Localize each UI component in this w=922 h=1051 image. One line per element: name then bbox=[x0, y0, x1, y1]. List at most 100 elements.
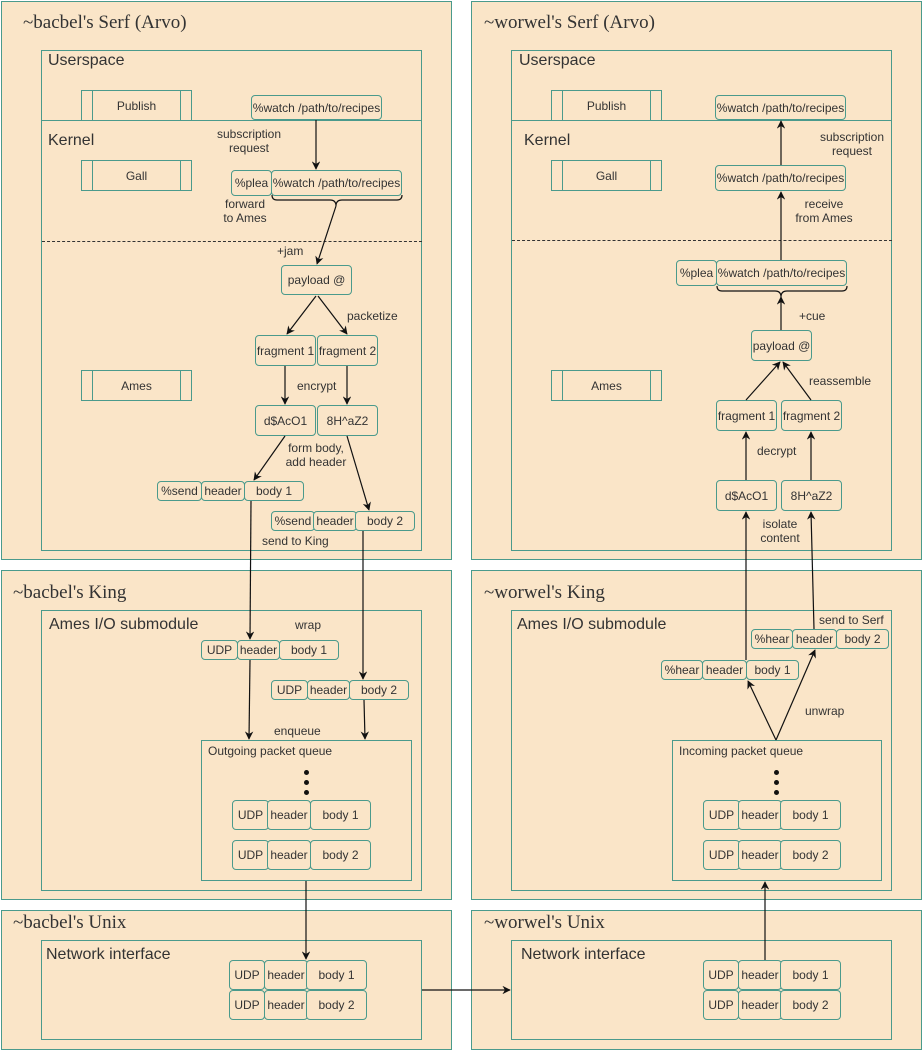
receiver-serf-title: ~worwel's Serf (Arvo) bbox=[484, 12, 655, 33]
receiver-fragment-2: fragment 2 bbox=[781, 400, 842, 431]
receiver-plea-tag: %plea bbox=[676, 260, 717, 286]
ellipsis-dot bbox=[774, 770, 779, 775]
in-queue-row-2-body: body 2 bbox=[780, 840, 841, 870]
sender-wrap-row-2-body: body 2 bbox=[349, 680, 409, 700]
sender-wrap-row-2-udp: UDP bbox=[271, 680, 308, 700]
ellipsis-dot bbox=[774, 780, 779, 785]
sender-unix-panel bbox=[1, 910, 452, 1050]
label-text: form body, add header bbox=[285, 441, 347, 469]
sender-ames-module[interactable]: Ames bbox=[81, 370, 192, 401]
receiver-nic-row-1-body: body 1 bbox=[780, 960, 841, 990]
sender-watch-kernel: %watch /path/to/recipes bbox=[271, 170, 402, 196]
sender-ames-io-region bbox=[41, 610, 422, 891]
label-packetize: packetize bbox=[347, 309, 398, 323]
sender-gall-module[interactable]: Gall bbox=[81, 160, 192, 191]
sender-network-interface bbox=[41, 940, 422, 1040]
receiver-network-interface-label: Network interface bbox=[521, 946, 646, 963]
module-label: Ames bbox=[591, 378, 622, 393]
receiver-watch-userspace: %watch /path/to/recipes bbox=[715, 95, 846, 120]
sender-nic-row-2-udp: UDP bbox=[229, 990, 265, 1020]
incoming-packet-queue bbox=[672, 740, 882, 881]
out-queue-row-1-header: header bbox=[267, 800, 311, 830]
sender-send-row-1-tag: %send bbox=[157, 481, 202, 501]
sender-nic-row-2-header: header bbox=[264, 990, 308, 1020]
sender-wrap-row-2-header: header bbox=[307, 680, 350, 700]
in-queue-row-1-header: header bbox=[738, 800, 782, 830]
sender-fragment-1: fragment 1 bbox=[255, 335, 316, 366]
ellipsis-dot bbox=[304, 780, 309, 785]
sender-wrap-row-1-header: header bbox=[237, 640, 280, 660]
label-jam: +jam bbox=[277, 244, 304, 258]
receiver-kernel-label: Kernel bbox=[524, 132, 571, 149]
in-queue-row-2-header: header bbox=[738, 840, 782, 870]
sender-watch-userspace: %watch /path/to/recipes bbox=[251, 95, 382, 120]
sender-king-title: ~bacbel's King bbox=[13, 582, 127, 603]
label-decrypt: decrypt bbox=[757, 444, 797, 458]
receiver-nic-row-1-header: header bbox=[738, 960, 782, 990]
receiver-gall-module[interactable]: Gall bbox=[551, 160, 662, 191]
receiver-ames-module[interactable]: Ames bbox=[551, 370, 662, 401]
in-queue-row-1-body: body 1 bbox=[780, 800, 841, 830]
sender-cipher-1: d$AcO1 bbox=[255, 405, 316, 436]
sender-userspace-label: Userspace bbox=[48, 52, 125, 69]
sender-serf-title: ~bacbel's Serf (Arvo) bbox=[23, 12, 187, 33]
sender-send-row-1-body: body 1 bbox=[244, 481, 304, 501]
out-queue-row-1-body: body 1 bbox=[310, 800, 371, 830]
receiver-fragment-1: fragment 1 bbox=[716, 400, 777, 431]
label-text: subscription request bbox=[216, 127, 282, 155]
label-text: isolate content bbox=[760, 517, 800, 545]
label-reassemble: reassemble bbox=[809, 374, 872, 388]
sender-send-row-2-body: body 2 bbox=[355, 511, 415, 531]
sender-nic-row-2-body: body 2 bbox=[306, 990, 367, 1020]
receiver-userspace-label: Userspace bbox=[519, 52, 596, 69]
receiver-watch-gall: %watch /path/to/recipes bbox=[715, 165, 846, 191]
incoming-queue-title: Incoming packet queue bbox=[679, 744, 804, 758]
receiver-hear-row-2-tag: %hear bbox=[751, 629, 793, 649]
receiver-nic-row-2-body: body 2 bbox=[780, 990, 841, 1020]
receiver-hear-row-2-body: body 2 bbox=[836, 629, 889, 649]
receiver-nic-row-1-udp: UDP bbox=[703, 960, 739, 990]
sender-kernel-label: Kernel bbox=[48, 132, 95, 149]
label-text: receive from Ames bbox=[795, 197, 853, 225]
receiver-hear-row-1-tag: %hear bbox=[661, 660, 703, 680]
label-subscription-request-rx: subscription request bbox=[811, 130, 893, 158]
receiver-kernel-divider bbox=[512, 240, 892, 241]
in-queue-row-2-udp: UDP bbox=[703, 840, 740, 870]
label-encrypt: encrypt bbox=[297, 379, 337, 393]
label-enqueue: enqueue bbox=[274, 724, 321, 738]
sender-plea-tag: %plea bbox=[231, 170, 272, 196]
sender-ames-io-label: Ames I/O submodule bbox=[49, 616, 199, 633]
sender-unix-title: ~bacbel's Unix bbox=[13, 912, 127, 933]
label-text: forward to Ames bbox=[223, 197, 267, 225]
sender-send-row-1-header: header bbox=[201, 481, 245, 501]
outgoing-queue-title: Outgoing packet queue bbox=[208, 744, 333, 758]
sender-publish-module[interactable]: Publish bbox=[81, 90, 192, 121]
sender-send-row-2-tag: %send bbox=[271, 511, 315, 531]
sender-nic-row-1-header: header bbox=[264, 960, 308, 990]
receiver-nic-row-2-header: header bbox=[738, 990, 782, 1020]
sender-payload: payload @ bbox=[281, 265, 352, 295]
receiver-unix-panel bbox=[471, 910, 922, 1050]
sender-kernel-region bbox=[41, 120, 422, 551]
label-cue: +cue bbox=[799, 309, 826, 323]
receiver-ames-io-region bbox=[511, 610, 892, 891]
sender-fragment-2: fragment 2 bbox=[317, 335, 378, 366]
receiver-hear-row-1-body: body 1 bbox=[746, 660, 799, 680]
sender-nic-row-1-udp: UDP bbox=[229, 960, 265, 990]
receiver-network-interface bbox=[511, 940, 892, 1040]
receiver-cipher-2: 8H^aZ2 bbox=[781, 480, 842, 511]
module-label: Ames bbox=[121, 378, 152, 393]
out-queue-row-1-udp: UDP bbox=[232, 800, 269, 830]
receiver-cipher-1: d$AcO1 bbox=[716, 480, 777, 511]
receiver-nic-row-2-udp: UDP bbox=[703, 990, 739, 1020]
ellipsis-dot bbox=[304, 790, 309, 795]
out-queue-row-2-udp: UDP bbox=[232, 840, 269, 870]
receiver-publish-module[interactable]: Publish bbox=[551, 90, 662, 121]
module-label: Gall bbox=[595, 168, 618, 183]
label-unwrap: unwrap bbox=[805, 704, 845, 718]
sender-king-panel bbox=[1, 570, 452, 900]
in-queue-row-1-udp: UDP bbox=[703, 800, 740, 830]
receiver-hear-row-2-header: header bbox=[792, 629, 837, 649]
label-subscription-request: subscription request bbox=[208, 127, 290, 155]
sender-nic-row-1-body: body 1 bbox=[306, 960, 367, 990]
